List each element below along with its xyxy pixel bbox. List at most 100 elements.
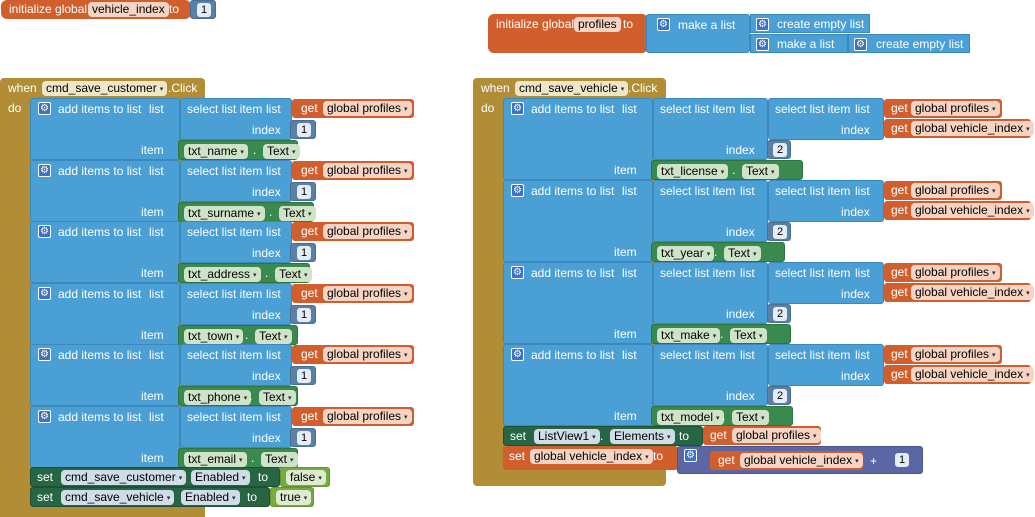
textbox-text-getter-block[interactable]: txt_phone▾.Text▾ [178,386,298,406]
component-dropdown[interactable]: txt_name▾ [184,144,248,159]
get-var-dropdown[interactable]: global vehicle_index▾ [911,285,1034,300]
index-number-block[interactable]: 2 [767,140,791,159]
profiles-name-field[interactable]: profiles [574,17,621,32]
index-number-field[interactable]: 2 [773,307,787,321]
get-var-dropdown[interactable]: global vehicle_index▾ [740,453,863,468]
create-empty-list-block-3[interactable]: ⚙ create empty list [848,34,970,53]
textbox-text-getter-block[interactable]: txt_name▾.Text▾ [178,140,300,160]
mutator-gear-icon[interactable]: ⚙ [38,348,51,361]
mutator-gear-icon[interactable]: ⚙ [511,184,524,197]
property-dropdown[interactable]: Text▾ [730,328,767,343]
set-property-dropdown[interactable]: Enabled▾ [181,490,240,505]
get-var-dropdown[interactable]: global vehicle_index▾ [911,121,1034,136]
property-dropdown[interactable]: Text▾ [279,205,316,221]
get-var-dropdown[interactable]: global vehicle_index▾ [911,367,1034,382]
index-number-field[interactable]: 1 [297,430,311,445]
textbox-text-getter-block[interactable]: txt_town▾.Text▾ [178,324,298,345]
mutator-gear-icon[interactable]: ⚙ [38,225,51,238]
mutator-gear-icon[interactable]: ⚙ [657,18,670,31]
component-dropdown[interactable]: txt_email▾ [184,451,247,467]
textbox-text-getter-block[interactable]: txt_surname▾.Text▾ [178,201,316,222]
property-dropdown[interactable]: Text▾ [255,328,292,344]
index-number-field[interactable]: 1 [297,184,311,199]
mutator-gear-icon[interactable]: ⚙ [511,266,524,279]
mutator-gear-icon[interactable]: ⚙ [511,102,524,115]
init-global-vehicle-index-block[interactable]: initialize global vehicle_index to [1,0,191,19]
increment-number-field[interactable]: 1 [895,453,909,467]
index-number-block[interactable]: 1 [290,181,316,201]
mutator-gear-icon[interactable]: ⚙ [38,163,51,177]
mutator-gear-icon[interactable]: ⚙ [38,409,51,423]
mutator-gear-icon[interactable]: ⚙ [756,18,769,31]
get-vehicle-index-block[interactable]: get global vehicle_index▾ [710,451,863,470]
set-var-dropdown[interactable]: global vehicle_index▾ [530,449,653,464]
index-number-block[interactable]: 1 [290,304,316,324]
mutator-gear-icon[interactable]: ⚙ [684,449,697,462]
make-a-list-block[interactable]: ⚙ make a list [646,14,750,53]
index-number-block[interactable]: 1 [290,120,316,139]
index-number-block[interactable]: 2 [767,222,791,241]
set-component-dropdown[interactable]: ListView1▾ [534,429,600,444]
get-var-dropdown[interactable]: global profiles▾ [323,224,412,239]
vehicle-index-number-block[interactable]: 1 [190,0,216,19]
set-property-dropdown[interactable]: Elements▾ [610,429,675,444]
property-dropdown[interactable]: Text▾ [732,410,769,425]
textbox-text-getter-block[interactable]: txt_address▾.Text▾ [178,263,312,283]
event-component-dropdown[interactable]: cmd_save_vehicle▾ [515,81,629,96]
get-var-dropdown[interactable]: global profiles▾ [323,408,412,424]
set-vehicle-index-block[interactable]: set global vehicle_index▾ to [503,446,678,470]
component-dropdown[interactable]: txt_model▾ [657,410,724,425]
mutator-gear-icon[interactable]: ⚙ [511,348,524,361]
index-number-field[interactable]: 1 [297,307,311,322]
mutator-gear-icon[interactable]: ⚙ [756,38,769,51]
vehicle-index-name-field[interactable]: vehicle_index [88,2,169,17]
mutator-gear-icon[interactable]: ⚙ [38,102,51,115]
index-number-block[interactable]: 2 [767,386,791,405]
property-dropdown[interactable]: Text▾ [742,164,779,179]
false-block[interactable]: false▾ [280,467,330,487]
set-enabled-block-1[interactable]: set cmd_save_customer▾ . Enabled▾ to [30,467,280,487]
index-number-field[interactable]: 2 [773,389,787,403]
get-var-dropdown[interactable]: global profiles▾ [732,428,821,443]
index-number-block[interactable]: 2 [767,304,791,323]
component-dropdown[interactable]: txt_make▾ [657,328,721,343]
index-number-block[interactable]: 1 [290,243,316,262]
set-property-dropdown[interactable]: Enabled▾ [191,470,250,485]
mutator-gear-icon[interactable]: ⚙ [854,38,867,51]
textbox-text-getter-block[interactable]: txt_year▾.Text▾ [651,242,785,262]
index-number-block[interactable]: 1 [290,427,316,447]
component-dropdown[interactable]: txt_address▾ [184,267,261,282]
get-var-dropdown[interactable]: global profiles▾ [323,347,412,362]
bool-dropdown[interactable]: false▾ [286,470,326,485]
textbox-text-getter-block[interactable]: txt_model▾.Text▾ [651,406,793,426]
component-dropdown[interactable]: txt_town▾ [184,328,244,344]
get-var-dropdown[interactable]: global profiles▾ [323,285,412,301]
